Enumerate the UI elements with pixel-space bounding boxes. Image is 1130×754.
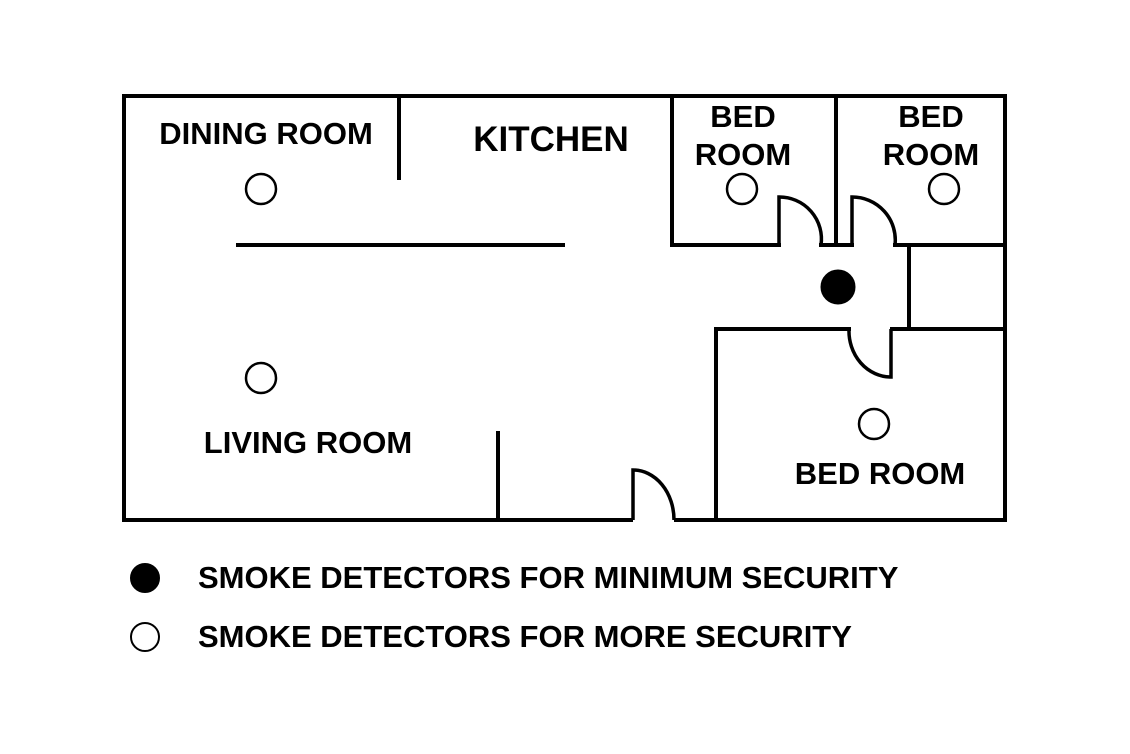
- bedroom-1-label-line-2: ROOM: [695, 137, 791, 172]
- bedroom-1-label-line-1: BED: [710, 99, 775, 134]
- smoke-detector-more-living: [244, 361, 278, 395]
- bedroom-2-label-line-1: BED: [898, 99, 963, 134]
- living-room-label: LIVING ROOM: [204, 425, 412, 460]
- outer-wall: [122, 94, 1007, 522]
- smoke-detector-more-bedroom-2: [927, 172, 961, 206]
- legend-label-minimum: SMOKE DETECTORS FOR MINIMUM SECURITY: [198, 560, 899, 595]
- smoke-detector-more-dining: [244, 172, 278, 206]
- bedroom-1-door: [777, 195, 824, 246]
- legend-item-more: SMOKE DETECTORS FOR MORE SECURITY: [130, 619, 852, 655]
- dining-room-label: DINING ROOM: [159, 116, 373, 151]
- filled-circle-icon: [130, 563, 160, 593]
- front-door: [631, 468, 676, 521]
- floor-plan: DINING ROOM KITCHEN BED ROOM BED ROOM LI…: [122, 94, 1007, 523]
- bedroom-2-label-line-2: ROOM: [883, 137, 979, 172]
- bedroom-3-door: [847, 328, 893, 379]
- smoke-detector-minimum-hallway: [820, 269, 856, 305]
- bedroom-3-label: BED ROOM: [795, 456, 966, 491]
- kitchen-label: KITCHEN: [473, 120, 629, 159]
- open-circle-icon: [130, 622, 160, 652]
- smoke-detector-more-bedroom-3: [857, 407, 891, 441]
- legend-label-more: SMOKE DETECTORS FOR MORE SECURITY: [198, 619, 852, 654]
- bedroom-2-door: [850, 195, 898, 246]
- legend-item-minimum: SMOKE DETECTORS FOR MINIMUM SECURITY: [130, 560, 898, 596]
- smoke-detector-more-bedroom-1: [725, 172, 759, 206]
